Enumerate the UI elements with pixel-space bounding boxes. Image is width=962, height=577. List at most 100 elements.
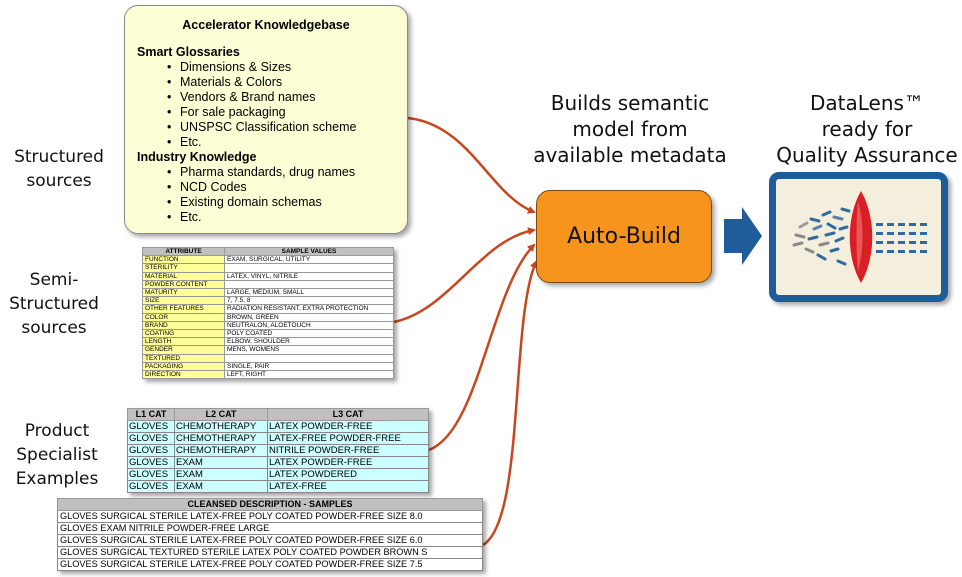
attribute-name-cell: SIZE [142, 296, 225, 306]
builds-caption-line3: available metadata [533, 143, 727, 167]
l2-cat-cell: EXAM [174, 480, 268, 493]
auto-build-label: Auto-Build [567, 224, 681, 249]
l1-cat-cell: GLOVES [127, 468, 175, 481]
builds-caption-line1: Builds semantic [550, 91, 710, 115]
structured-sources-line2: sources [26, 171, 92, 191]
cleansed-description-header: CLEANSED DESCRIPTION - SAMPLES [57, 498, 483, 511]
attribute-name-cell: BRAND [142, 320, 225, 331]
l2-cat-cell: CHEMOTHERAPY [174, 420, 268, 433]
description-table: CLEANSED DESCRIPTION - SAMPLES GLOVES SU… [57, 498, 483, 571]
list-item: Etc. [167, 135, 395, 150]
datalens-panel [769, 172, 948, 302]
l3-cat-cell: LATEX-FREE POWDER-FREE [267, 432, 429, 445]
semi-structured-sources-label: Semi- Structured sources [4, 268, 104, 340]
l1-cat-cell: GLOVES [127, 444, 175, 457]
builds-caption-line2: model from [572, 117, 688, 141]
builds-semantic-caption: Builds semantic model from available met… [520, 90, 740, 168]
block-arrow-right-icon [724, 207, 762, 265]
table-row: GLOVES SURGICAL TEXTURED STERILE LATEX P… [57, 546, 483, 559]
l1-cat-header: L1 CAT [127, 408, 175, 421]
l2-cat-cell: EXAM [174, 456, 268, 469]
description-cell: GLOVES SURGICAL STERILE LATEX-FREE POLY … [57, 510, 483, 523]
sample-values-cell [224, 263, 394, 273]
datalens-caption-line2: ready for [821, 117, 913, 141]
attribute-name-cell: MATERIAL [142, 271, 225, 281]
description-table-header-row: CLEANSED DESCRIPTION - SAMPLES [57, 498, 483, 511]
accelerator-knowledgebase-box: Accelerator Knowledgebase Smart Glossari… [124, 5, 408, 234]
list-item: Etc. [167, 210, 395, 225]
description-cell: GLOVES SURGICAL STERILE LATEX-FREE POLY … [57, 534, 483, 547]
attribute-name-cell: DIRECTION [142, 370, 225, 380]
attribute-name-cell: MATURITY [142, 288, 225, 298]
attribute-name-cell: COATING [142, 329, 225, 339]
description-cell: GLOVES SURGICAL TEXTURED STERILE LATEX P… [57, 546, 483, 559]
datalens-caption-line1: DataLens™ [810, 91, 924, 115]
l1-cat-cell: GLOVES [127, 456, 175, 469]
table-row: GLOVES EXAM NITRILE POWDER-FREE LARGE [57, 522, 483, 535]
list-item: For sale packaging [167, 105, 395, 120]
sample-values-cell: BROWN, GREEN [224, 312, 394, 322]
sample-values-cell: LARGE, MEDIUM, SMALL [224, 288, 394, 298]
attribute-name-cell: TEXTURED [142, 353, 225, 363]
list-item: UNSPSC Classification scheme [167, 120, 395, 135]
attribute-table-header-row: ATTRIBUTE SAMPLE VALUES [142, 246, 394, 257]
table-row: TEXTURED [142, 353, 394, 363]
sample-values-header: SAMPLE VALUES [224, 246, 394, 257]
scattered-data-dashes [792, 207, 851, 266]
semi-structured-line1: Semi- [29, 270, 79, 290]
l2-cat-cell: CHEMOTHERAPY [174, 432, 268, 445]
table-row: GLOVES SURGICAL STERILE LATEX-FREE POLY … [57, 510, 483, 523]
attribute-name-cell: PACKAGING [142, 361, 225, 372]
attribute-name-cell: COLOR [142, 312, 225, 322]
list-item: NCD Codes [167, 180, 395, 195]
l3-cat-cell: NITRILE POWDER-FREE [267, 444, 429, 457]
l1-cat-cell: GLOVES [127, 420, 175, 433]
attribute-header: ATTRIBUTE [142, 246, 225, 257]
datalens-lens-icon [792, 191, 927, 283]
ordered-data-dashes [876, 223, 927, 253]
l1-cat-cell: GLOVES [127, 432, 175, 445]
category-table-header-row: L1 CAT L2 CAT L3 CAT [127, 408, 429, 421]
smart-glossaries-list: Dimensions & Sizes Materials & Colors Ve… [137, 60, 395, 150]
industry-knowledge-list: Pharma standards, drug names NCD Codes E… [137, 165, 395, 225]
datalens-caption-line3: Quality Assurance [776, 143, 958, 167]
table-row: GLOVES SURGICAL STERILE LATEX-FREE POLY … [57, 558, 483, 571]
l1-cat-cell: GLOVES [127, 480, 175, 493]
attribute-name-cell: GENDER [142, 345, 225, 355]
sample-values-cell: ELBOW, SHOULDER [224, 337, 394, 347]
product-specialist-line2: Specialist [16, 445, 98, 465]
sample-values-cell: LEFT, RIGHT [224, 370, 394, 380]
sample-values-cell: POLY COATED [224, 329, 394, 339]
connector-attribute-table [393, 227, 536, 324]
list-item: Dimensions & Sizes [167, 60, 395, 75]
l2-cat-cell: CHEMOTHERAPY [174, 444, 268, 457]
semi-structured-line3: sources [21, 318, 87, 338]
semi-structured-line2: Structured [9, 294, 99, 314]
sample-values-cell: MENS, WOMENS [224, 345, 394, 355]
sample-values-cell: 7, 7.5, 8 [224, 296, 394, 306]
attribute-name-cell: POWDER CONTENT [142, 279, 225, 290]
sample-values-cell [224, 353, 394, 363]
smart-glossaries-heading: Smart Glossaries [137, 45, 240, 59]
l3-cat-cell: LATEX-FREE [267, 480, 429, 493]
connector-category-table [428, 243, 536, 452]
sample-values-cell: EXAM, SURGICAL, UTILITY [224, 255, 394, 265]
l3-cat-cell: LATEX POWDER-FREE [267, 420, 429, 433]
l2-cat-cell: EXAM [174, 468, 268, 481]
connector-knowledgebase [407, 116, 536, 214]
